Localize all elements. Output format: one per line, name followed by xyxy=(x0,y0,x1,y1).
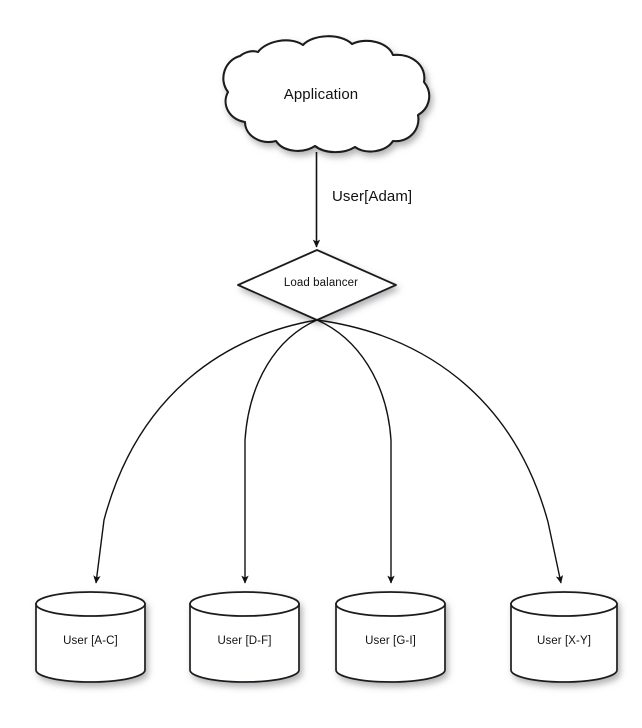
cloud-label: Application xyxy=(283,86,359,103)
cylinder-label-db-2: User [D-F] xyxy=(217,635,272,647)
node-cylinder-db-2[interactable] xyxy=(189,591,300,683)
edge-balancer-to-db-4 xyxy=(316,319,564,584)
edge-balancer-to-db-3 xyxy=(316,319,395,584)
cylinder-label-db-1: User [A-C] xyxy=(63,635,118,647)
edge-label-user-adam: User[Adam] xyxy=(332,188,413,205)
cylinder-label-db-3: User [G-I] xyxy=(365,635,416,647)
diamond-label: Load balancer xyxy=(283,277,359,289)
edge-balancer-to-db-1 xyxy=(93,319,318,584)
cylinder-label-db-4: User [X-Y] xyxy=(536,635,592,647)
edge-balancer-to-db-2 xyxy=(241,319,318,584)
node-cylinder-db-3[interactable] xyxy=(335,591,446,683)
node-cloud-application[interactable] xyxy=(222,35,431,154)
node-cylinder-db-1[interactable] xyxy=(35,591,146,683)
node-cylinder-db-4[interactable] xyxy=(510,591,618,683)
